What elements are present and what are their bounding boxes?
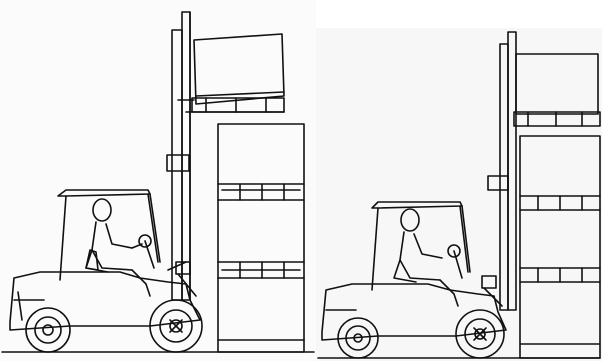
overhead-guard — [57, 189, 161, 281]
illustration-panel-left — [1, 11, 315, 353]
illustration-panel-right — [316, 0, 602, 361]
operator — [393, 208, 463, 307]
pallet-stack — [519, 135, 601, 359]
lowered-load — [513, 53, 601, 127]
front-wheel — [149, 299, 203, 353]
mast — [166, 11, 195, 301]
mast — [487, 31, 517, 311]
forklift-illustration-right — [316, 28, 602, 361]
raised-load — [185, 33, 285, 113]
seat — [85, 249, 99, 271]
pallet-stack — [217, 123, 305, 353]
forklift-illustration-left — [1, 11, 315, 353]
overhead-guard — [371, 201, 471, 291]
